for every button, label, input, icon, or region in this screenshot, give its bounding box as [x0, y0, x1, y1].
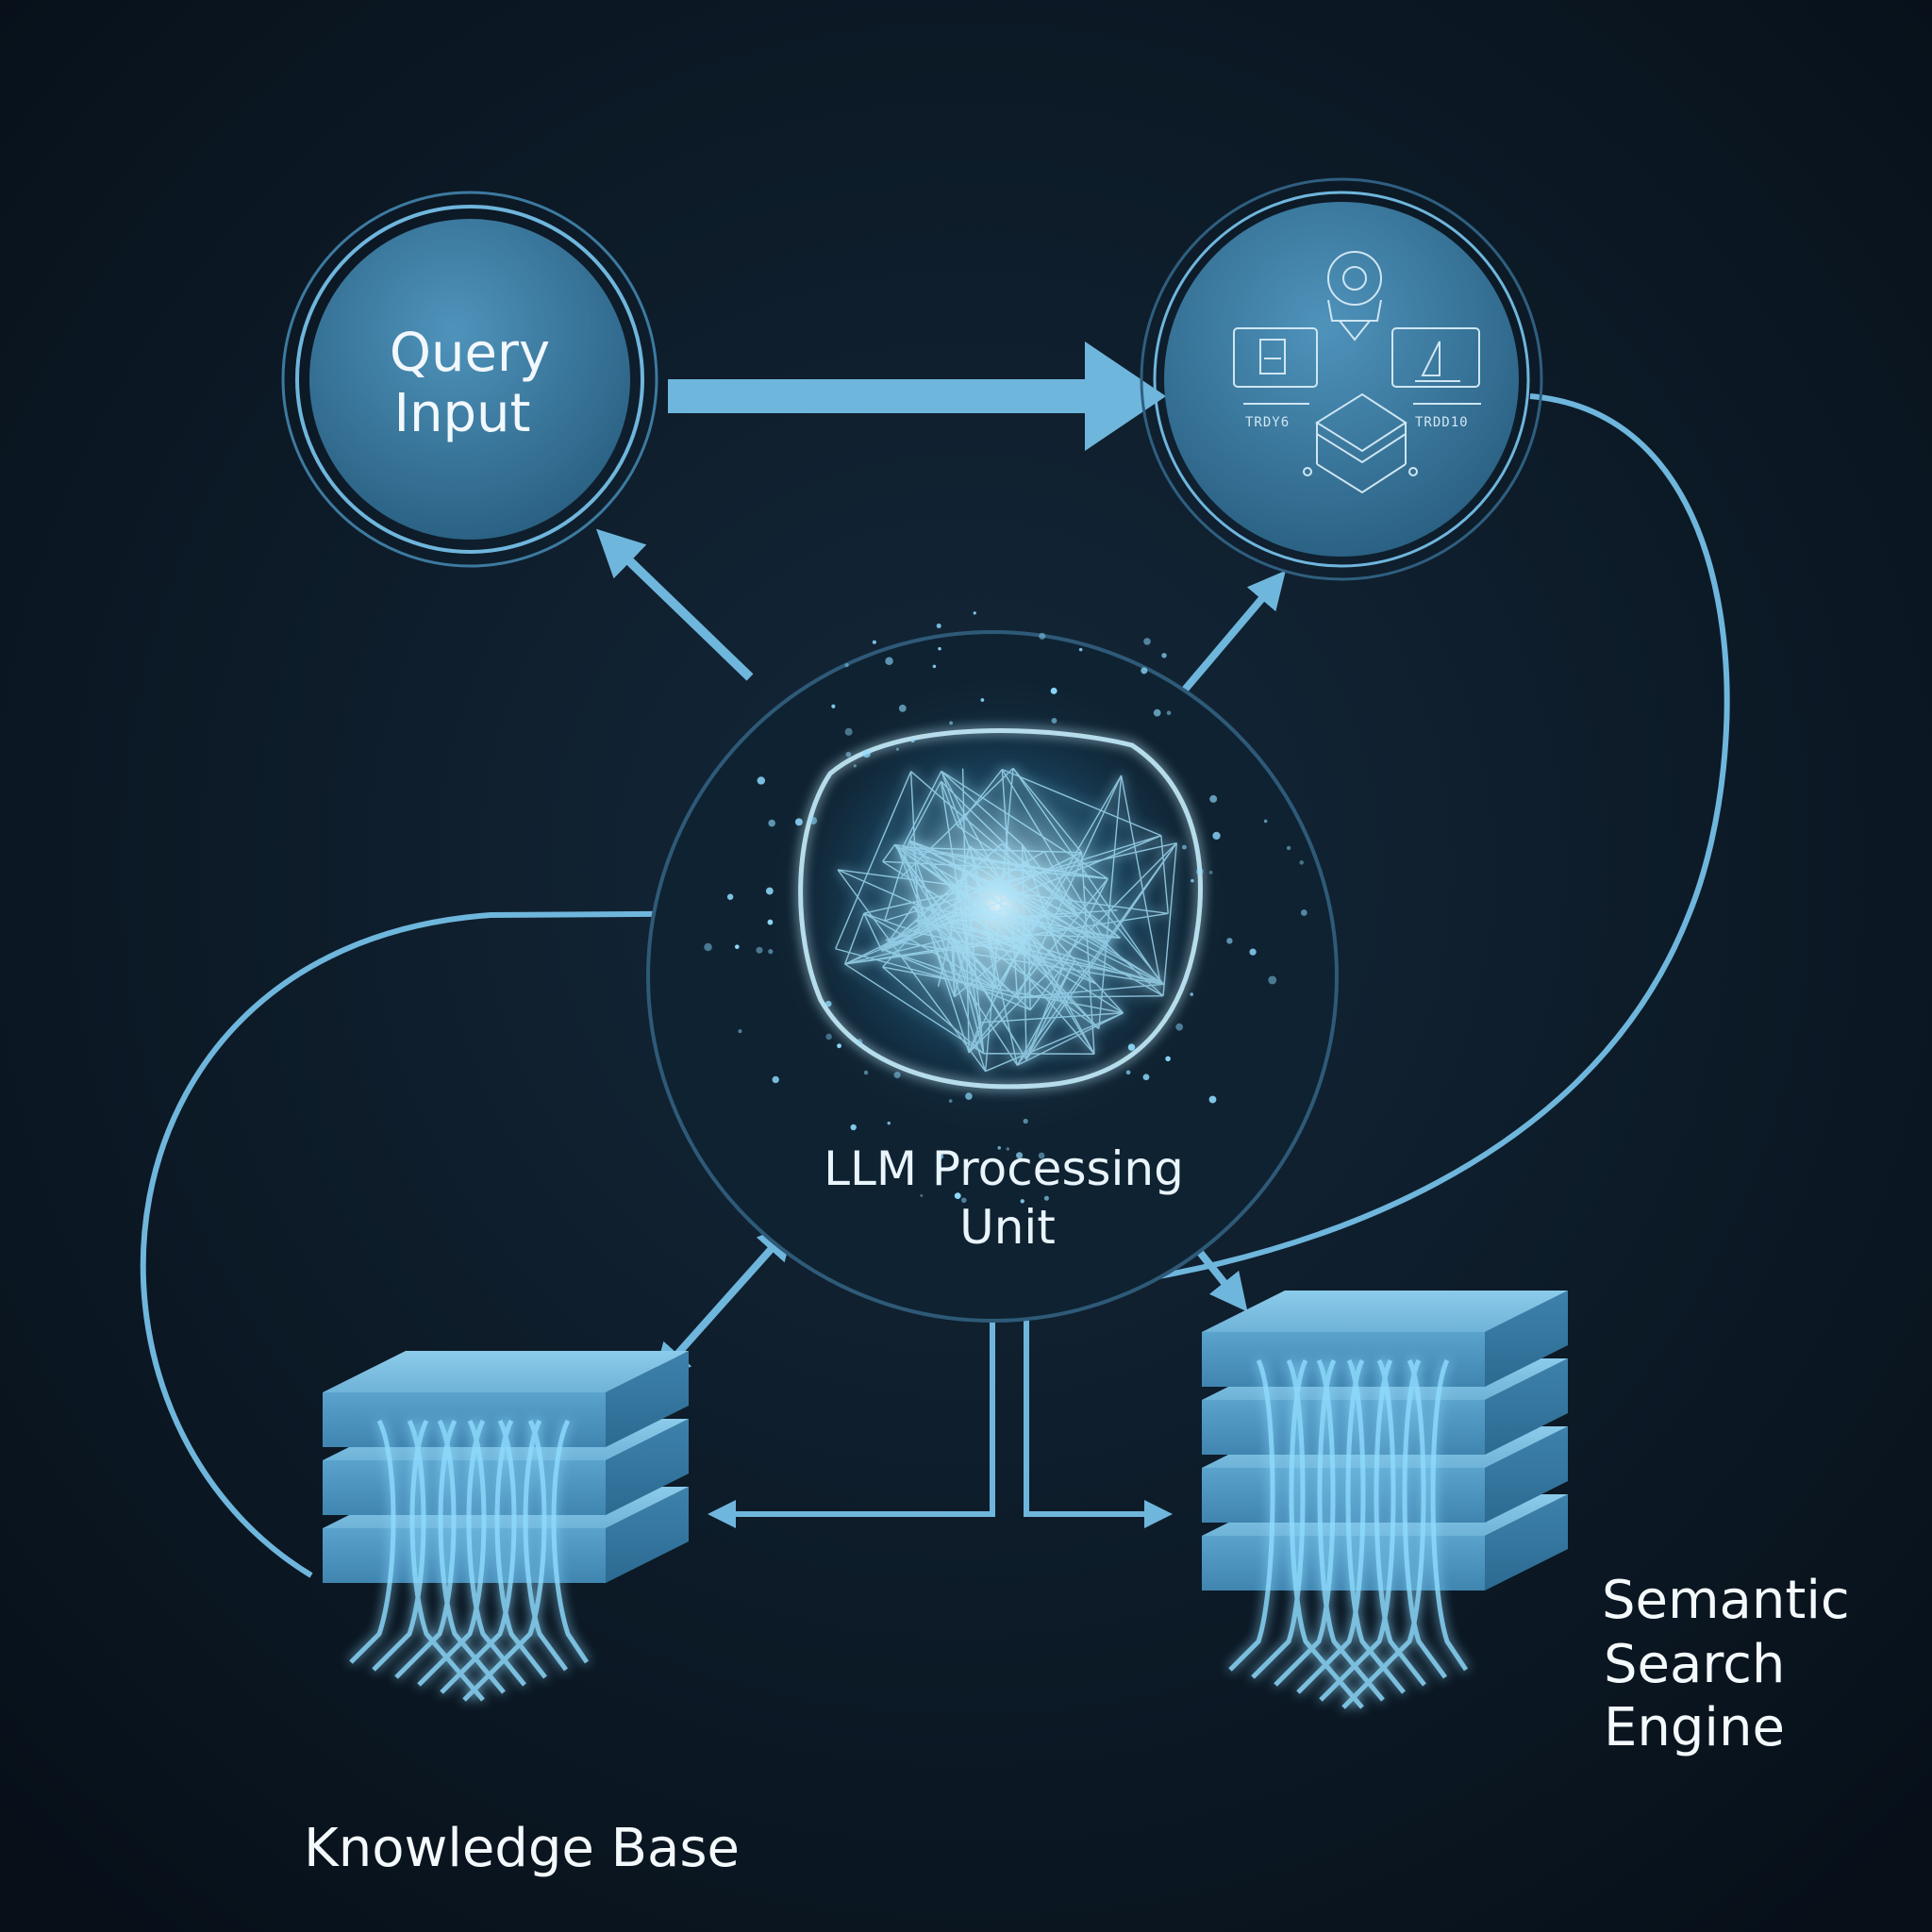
particle-dots [704, 611, 1307, 1204]
node-semantic-search-engine[interactable] [1202, 1291, 1568, 1709]
neural-network-sphere [835, 767, 1177, 1073]
neural-sphere-outline [798, 728, 1203, 1090]
tools-left-code: TRDY6 [1245, 415, 1290, 430]
document-icon [1233, 327, 1318, 388]
query-input-label-line2: Input [393, 383, 530, 444]
arrow-llm-tools [1158, 570, 1286, 723]
chart-icon [1391, 327, 1480, 388]
node-llm-processing-unit[interactable]: LLM Processing Unit [646, 611, 1339, 1323]
loop-tools-to-search [1024, 393, 1730, 1528]
tools-right-code: TRDD10 [1415, 415, 1469, 430]
query-input-label-line1: Query [390, 323, 550, 384]
node-query-input[interactable]: Query Input [281, 191, 658, 568]
arrow-llm-knowledge [652, 1222, 796, 1382]
semantic-search-label-line1: Semantic [1602, 1570, 1850, 1631]
node-knowledge-base[interactable] [323, 1351, 689, 1702]
llm-label-line2: Unit [959, 1200, 1056, 1255]
arrow-query-to-tools [668, 341, 1166, 451]
connector-llm-to-knowledge [708, 1285, 995, 1528]
semantic-search-label-line3: Engine [1604, 1697, 1785, 1758]
llm-label-line1: LLM Processing [824, 1141, 1184, 1196]
loop-knowledge-to-llm [140, 899, 778, 1578]
layered-chip-icon [1303, 392, 1418, 494]
brain-gear-icon [1327, 251, 1382, 341]
arrow-llm-to-query [596, 528, 754, 681]
semantic-search-label-line2: Search [1604, 1634, 1785, 1695]
knowledge-base-label: Knowledge Base [304, 1818, 740, 1879]
node-tools[interactable]: TRDY6 TRDD10 [1140, 177, 1543, 581]
